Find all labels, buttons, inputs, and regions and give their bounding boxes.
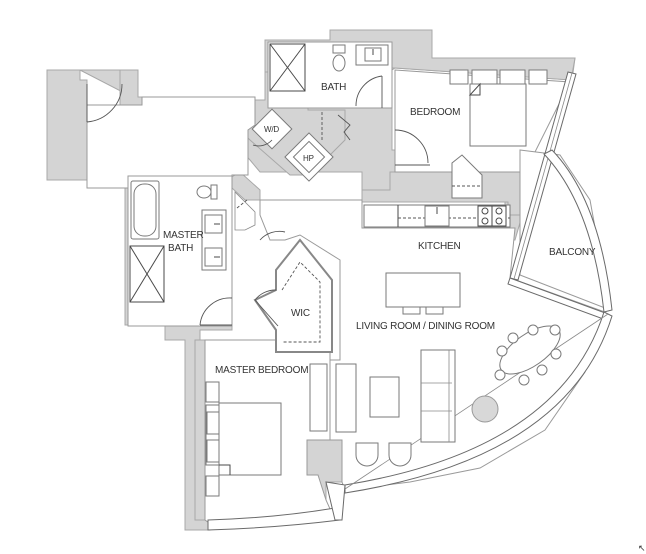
room-labels: BATH BEDROOM W/D HP KITCHEN BALCONY MAST…: [163, 82, 646, 553]
label-living-dining: LIVING ROOM / DINING ROOM: [356, 321, 495, 332]
label-balcony: BALCONY: [549, 247, 596, 258]
label-master-bath-1: MASTER: [163, 230, 203, 241]
bedroom-fixtures: [394, 69, 548, 199]
label-wd: W/D: [264, 125, 279, 134]
label-bath: BATH: [321, 82, 346, 93]
bath-fixtures: [269, 43, 389, 108]
living-furniture: [309, 272, 562, 467]
master-bedroom-furniture: [205, 381, 282, 497]
label-kitchen: KITCHEN: [418, 241, 461, 252]
north-arrow-icon: ↖: [638, 543, 645, 553]
entry-door: [86, 83, 123, 123]
wic-closet: [253, 238, 333, 353]
master-bath-fixtures: [129, 180, 286, 326]
label-master-bedroom: MASTER BEDROOM: [215, 365, 308, 376]
kitchen-counter: [363, 204, 511, 228]
label-master-bath-2: BATH: [168, 243, 193, 254]
curtain-walls: [207, 71, 613, 531]
label-wic: WIC: [291, 308, 310, 319]
label-hp: HP: [303, 154, 314, 163]
label-bedroom: BEDROOM: [410, 107, 460, 118]
utility-closets: [251, 108, 351, 182]
